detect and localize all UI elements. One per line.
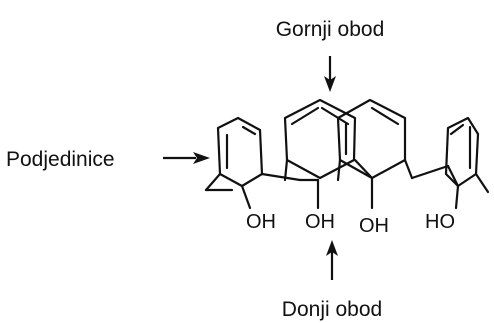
upper-rim-arrow — [324, 56, 336, 92]
subunits-label: Podjedinice — [6, 148, 115, 171]
upper-rim-label: Gornji obod — [276, 18, 385, 41]
hydroxyl-label-3: OH — [359, 215, 389, 237]
lower-rim-arrow — [326, 240, 338, 280]
third-phenol-ring — [336, 98, 450, 210]
lower-rim-label: Donji obod — [282, 298, 382, 321]
second-phenol-ring — [283, 98, 357, 210]
left-phenol-ring — [204, 116, 302, 210]
hydroxyl-label-1: OH — [246, 211, 276, 233]
subunits-arrow — [163, 152, 210, 164]
hydroxyl-label-4: HO — [425, 211, 455, 233]
hydroxyl-label-2: OH — [305, 211, 335, 233]
right-phenol-ring — [444, 116, 490, 210]
